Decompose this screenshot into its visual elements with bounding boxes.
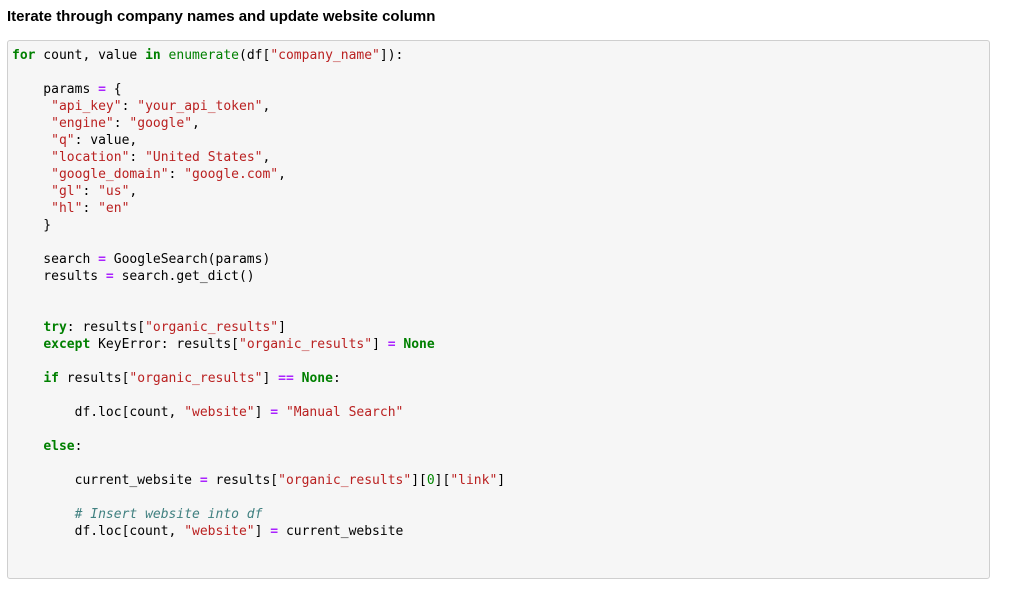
code-token-tx: ] bbox=[254, 405, 271, 420]
code-token-str: "location" bbox=[51, 150, 130, 165]
code-token-tx: , bbox=[192, 116, 200, 131]
code-token-tx bbox=[12, 371, 43, 386]
code-token-tx: search.get_dict() bbox=[113, 269, 255, 284]
code-token-tx: count, value bbox=[35, 48, 146, 63]
code-token-tx bbox=[12, 337, 43, 352]
code-token-tx: : bbox=[129, 150, 146, 165]
code-token-tx: , bbox=[262, 99, 271, 114]
code-token-str: "organic_results" bbox=[278, 473, 412, 488]
code-token-tx: : value, bbox=[74, 133, 138, 148]
code-token-tx: current_website bbox=[278, 524, 404, 539]
code-token-str: "engine" bbox=[51, 116, 114, 131]
code-token-op: = bbox=[270, 524, 279, 539]
code-token-tx: : bbox=[168, 167, 185, 182]
code-token-str: "Manual Search" bbox=[285, 405, 404, 420]
code-token-str: "google.com" bbox=[184, 167, 279, 182]
code-token-str: "organic_results" bbox=[129, 371, 263, 386]
code-token-tx bbox=[12, 184, 51, 199]
code-token-tx bbox=[161, 48, 169, 63]
code-token-tx: : bbox=[113, 116, 130, 131]
code-cell: for count, value in enumerate(df["compan… bbox=[7, 40, 990, 579]
code-token-tx: , bbox=[262, 150, 271, 165]
code-token-kw: if bbox=[43, 371, 59, 386]
code-token-tx: KeyError: results[ bbox=[90, 337, 239, 352]
code-token-str: "hl" bbox=[51, 201, 83, 216]
code-token-cm: # Insert website into df bbox=[74, 507, 263, 522]
code-token-tx: } bbox=[12, 218, 52, 233]
code-token-tx: : bbox=[74, 439, 83, 454]
code-token-tx bbox=[12, 133, 51, 148]
code-token-tx: current_website bbox=[12, 473, 200, 488]
code-token-str: "website" bbox=[184, 524, 255, 539]
code-token-tx: , bbox=[129, 184, 138, 199]
code-token-tx: ] bbox=[372, 337, 388, 352]
code-token-tx: search bbox=[12, 252, 99, 267]
code-token-tx bbox=[294, 371, 302, 386]
code-token-str: "us" bbox=[98, 184, 130, 199]
code-token-tx bbox=[12, 320, 43, 335]
code-token-op: = bbox=[199, 473, 208, 488]
code-token-tx: ]): bbox=[379, 48, 404, 63]
code-token-kw: in bbox=[145, 48, 161, 63]
code-token-str: "google" bbox=[129, 116, 193, 131]
code-token-str: "gl" bbox=[51, 184, 83, 199]
code-token-kw: else bbox=[43, 439, 75, 454]
code-token-tx: : results[ bbox=[66, 320, 146, 335]
code-token-tx: df.loc[count, bbox=[12, 524, 185, 539]
code-token-tx: : bbox=[332, 371, 341, 386]
code-token-tx bbox=[12, 201, 51, 216]
code-token-tx: results[ bbox=[58, 371, 130, 386]
code-token-str: "your_api_token" bbox=[137, 99, 263, 114]
code-token-tx bbox=[12, 167, 51, 182]
code-token-kw: None bbox=[301, 371, 333, 386]
code-token-op: = bbox=[98, 82, 106, 97]
code-token-tx: ][ bbox=[411, 473, 427, 488]
code-token-str: "United States" bbox=[145, 150, 263, 165]
code-token-tx: ] bbox=[278, 320, 286, 335]
code-token-tx: : bbox=[121, 99, 138, 114]
code-token-tx: ] bbox=[254, 524, 271, 539]
code-token-tx bbox=[12, 439, 43, 454]
code-token-str: "google_domain" bbox=[51, 167, 169, 182]
code-token-op: = bbox=[387, 337, 396, 352]
code-token-str: "company_name" bbox=[270, 48, 380, 63]
code-token-tx bbox=[12, 150, 51, 165]
code-token-tx: GoogleSearch(params) bbox=[105, 252, 271, 267]
code-token-tx: ] bbox=[497, 473, 506, 488]
code-token-str: "organic_results" bbox=[145, 320, 279, 335]
code-token-kw: for bbox=[12, 48, 36, 63]
code-token-tx: results bbox=[12, 269, 106, 284]
code-token-tx: ][ bbox=[434, 473, 451, 488]
code-token-tx bbox=[12, 507, 75, 522]
code-block: for count, value in enumerate(df["compan… bbox=[7, 40, 990, 579]
code-token-op: = bbox=[270, 405, 279, 420]
code-token-tx bbox=[12, 99, 51, 114]
page-title: Iterate through company names and update… bbox=[7, 8, 436, 25]
code-token-tx: ] bbox=[262, 371, 279, 386]
code-token-str: "link" bbox=[450, 473, 498, 488]
code-token-op: = bbox=[98, 252, 106, 267]
code-token-tx: (df[ bbox=[239, 48, 271, 63]
code-token-op: == bbox=[278, 371, 294, 386]
code-token-op: = bbox=[105, 269, 114, 284]
code-token-tx bbox=[278, 405, 286, 420]
code-token-tx: df.loc[count, bbox=[12, 405, 185, 420]
code-token-str: "organic_results" bbox=[239, 337, 373, 352]
code-token-kw: except bbox=[43, 337, 91, 352]
code-token-num: 0 bbox=[426, 473, 435, 488]
code-token-tx: : bbox=[82, 184, 99, 199]
code-token-kw: try bbox=[43, 320, 67, 335]
code-token-tx: params bbox=[12, 82, 99, 97]
code-token-str: "en" bbox=[98, 201, 130, 216]
code-token-tx bbox=[12, 116, 51, 131]
code-token-kw: None bbox=[403, 337, 435, 352]
code-token-str: "api_key" bbox=[51, 99, 122, 114]
code-token-tx: : bbox=[82, 201, 99, 216]
code-token-str: "website" bbox=[184, 405, 255, 420]
code-token-tx: results[ bbox=[207, 473, 279, 488]
code-token-tx: , bbox=[278, 167, 286, 182]
code-token-bi: enumerate bbox=[168, 48, 239, 63]
code-token-str: "q" bbox=[51, 133, 75, 148]
code-token-tx: { bbox=[105, 82, 122, 97]
